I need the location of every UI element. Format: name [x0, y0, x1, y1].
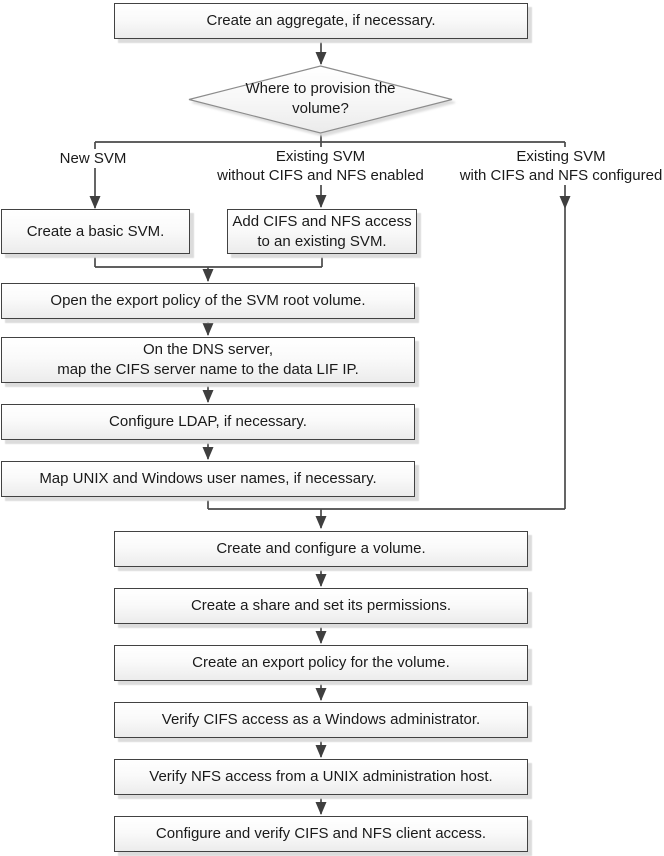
node-create-volume: Create and configure a volume.: [114, 531, 528, 567]
decision-label: Where to provision the volume?: [245, 80, 396, 117]
node-map-user-names: Map UNIX and Windows user names, if nece…: [1, 461, 415, 497]
branch-label-existing-svm-without-cifs-nfs: Existing SVM without CIFS and NFS enable…: [214, 147, 427, 185]
node-add-cifs-nfs-access: Add CIFS and NFS access to an existing S…: [227, 209, 417, 254]
node-create-share: Create a share and set its permissions.: [114, 588, 528, 624]
node-create-aggregate: Create an aggregate, if necessary.: [114, 3, 528, 39]
branch-label-new-svm: New SVM: [56, 149, 130, 168]
node-dns-map-cifs-server: On the DNS server, map the CIFS server n…: [1, 337, 415, 383]
node-create-basic-svm: Create a basic SVM.: [1, 209, 190, 254]
decision-diamond: [188, 65, 453, 134]
node-open-export-policy-root: Open the export policy of the SVM root v…: [1, 283, 415, 319]
node-configure-verify-client-access: Configure and verify CIFS and NFS client…: [114, 816, 528, 852]
node-configure-ldap: Configure LDAP, if necessary.: [1, 404, 415, 440]
node-create-export-policy-volume: Create an export policy for the volume.: [114, 645, 528, 681]
branch-label-existing-svm-with-cifs-nfs: Existing SVM with CIFS and NFS configure…: [458, 147, 664, 185]
node-verify-cifs-access: Verify CIFS access as a Windows administ…: [114, 702, 528, 738]
node-verify-nfs-access: Verify NFS access from a UNIX administra…: [114, 759, 528, 795]
